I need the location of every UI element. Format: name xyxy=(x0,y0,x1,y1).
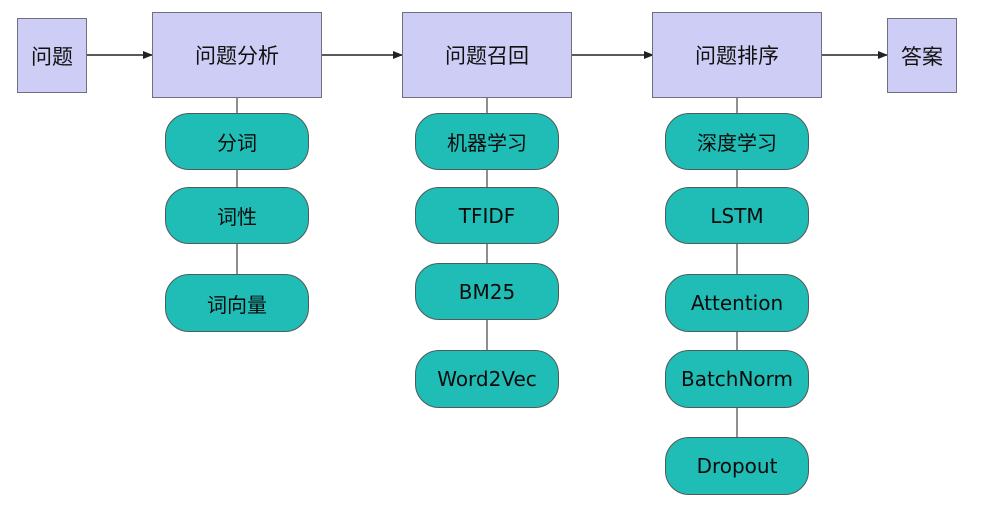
stage-recall-box: 问题召回 xyxy=(402,12,572,98)
output-box: 答案 xyxy=(887,18,957,93)
item-word2vec: Word2Vec xyxy=(415,350,559,408)
item-attention: Attention xyxy=(665,274,809,332)
item-word-vector: 词向量 xyxy=(165,274,309,332)
item-tokenization: 分词 xyxy=(165,113,309,170)
item-deep-learning: 深度学习 xyxy=(665,113,809,170)
input-box: 问题 xyxy=(17,18,87,93)
item-bm25: BM25 xyxy=(415,263,559,320)
item-machine-learning: 机器学习 xyxy=(415,113,559,170)
item-batchnorm: BatchNorm xyxy=(665,350,809,408)
item-dropout: Dropout xyxy=(665,437,809,495)
item-tfidf: TFIDF xyxy=(415,187,559,244)
stage-ranking-box: 问题排序 xyxy=(652,12,822,98)
item-lstm: LSTM xyxy=(665,187,809,244)
item-pos-tagging: 词性 xyxy=(165,187,309,244)
stage-analysis-box: 问题分析 xyxy=(152,12,322,98)
